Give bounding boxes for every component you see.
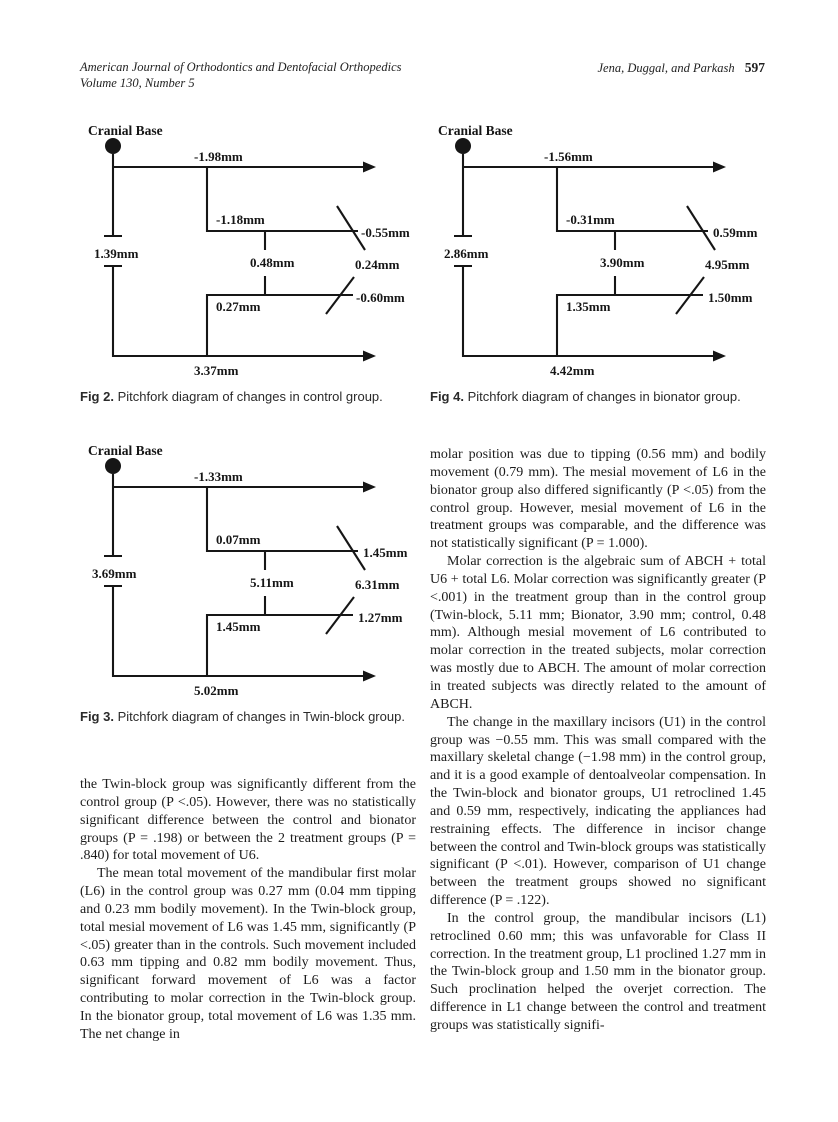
pitchfork-diagram: Cranial Base 1.39mm -1.98mm -1.18mm -0.5…: [88, 123, 410, 378]
top-value: -1.56mm: [544, 149, 593, 164]
paragraph: the Twin-block group was significantly d…: [80, 777, 416, 864]
upper-mid-value: -0.31mm: [566, 212, 615, 227]
figure-caption: Fig 4. Pitchfork diagram of changes in b…: [430, 389, 766, 406]
figure-caption-label: Fig 3.: [80, 709, 114, 724]
paragraph: Molar correction is the algebraic sum of…: [430, 554, 766, 712]
right-text-column: molar position was due to tipping (0.56 …: [430, 446, 766, 1035]
left-text-column: the Twin-block group was significantly d…: [80, 776, 416, 1044]
paragraph: The mean total movement of the mandibula…: [80, 866, 416, 1042]
lower-slash-value: 1.27mm: [358, 610, 403, 625]
origin-dot: [455, 138, 471, 154]
running-head-authors: Jena, Duggal, and Parkash 597: [597, 60, 765, 76]
figure-caption-label: Fig 2.: [80, 389, 114, 404]
pitchfork-diagram: Cranial Base 2.86mm -1.56mm -0.31mm 0.59…: [438, 123, 758, 378]
authors: Jena, Duggal, and Parkash: [597, 61, 735, 75]
top-arrowhead: [363, 161, 376, 173]
cranial-base-label: Cranial Base: [438, 123, 513, 138]
center-value: 5.11mm: [250, 575, 294, 590]
bottom-arrowhead: [363, 670, 376, 682]
figure-4-pitchfork-bionator: Cranial Base 2.86mm -1.56mm -0.31mm 0.59…: [430, 118, 766, 406]
upper-slash-value: -0.55mm: [361, 225, 410, 240]
upper-slash-value: 0.59mm: [713, 225, 758, 240]
origin-dot: [105, 458, 121, 474]
figure-caption-text: Pitchfork diagram of changes in control …: [117, 389, 383, 404]
bottom-value: 4.42mm: [550, 363, 595, 378]
bottom-value: 5.02mm: [194, 683, 239, 698]
figure-caption-label: Fig 4.: [430, 389, 464, 404]
bottom-arrowhead: [363, 350, 376, 362]
right-center-value: 4.95mm: [705, 257, 750, 272]
pitchfork-diagram: Cranial Base 3.69mm -1.33mm 0.07mm 1.45m…: [88, 443, 408, 698]
upper-slash-value: 1.45mm: [363, 545, 408, 560]
figure-caption-text: Pitchfork diagram of changes in bionator…: [467, 389, 741, 404]
top-arrowhead: [363, 481, 376, 493]
cranial-base-label: Cranial Base: [88, 123, 163, 138]
running-head-journal: American Journal of Orthodontics and Den…: [80, 60, 402, 91]
lower-mid-value: 0.27mm: [216, 299, 261, 314]
center-value: 3.90mm: [600, 255, 645, 270]
figure-caption: Fig 3. Pitchfork diagram of changes in T…: [80, 709, 416, 726]
lower-slash-value: -0.60mm: [356, 290, 405, 305]
lower-slash: [675, 276, 705, 315]
page-number: 597: [744, 60, 765, 75]
left-value: 3.69mm: [92, 566, 137, 581]
lower-slash: [325, 596, 355, 635]
top-value: -1.98mm: [194, 149, 243, 164]
upper-slash: [686, 205, 716, 251]
paragraph: The change in the maxillary incisors (U1…: [430, 714, 766, 909]
figure-caption-text: Pitchfork diagram of changes in Twin-blo…: [117, 709, 405, 724]
paragraph: molar position was due to tipping (0.56 …: [430, 447, 766, 552]
origin-dot: [105, 138, 121, 154]
center-value: 0.48mm: [250, 255, 295, 270]
right-center-value: 0.24mm: [355, 257, 400, 272]
left-value: 2.86mm: [444, 246, 489, 261]
figure-caption: Fig 2. Pitchfork diagram of changes in c…: [80, 389, 416, 406]
upper-slash: [336, 205, 366, 251]
top-arrowhead: [713, 161, 726, 173]
lower-slash-value: 1.50mm: [708, 290, 753, 305]
figure-3-pitchfork-twinblock: Cranial Base 3.69mm -1.33mm 0.07mm 1.45m…: [80, 438, 416, 726]
journal-volume: Volume 130, Number 5: [80, 75, 195, 90]
lower-mid-value: 1.35mm: [566, 299, 611, 314]
journal-title: American Journal of Orthodontics and Den…: [80, 60, 402, 74]
left-value: 1.39mm: [94, 246, 139, 261]
top-value: -1.33mm: [194, 469, 243, 484]
bottom-value: 3.37mm: [194, 363, 239, 378]
lower-mid-value: 1.45mm: [216, 619, 261, 634]
paragraph: In the control group, the mandibular inc…: [430, 910, 766, 1033]
upper-mid-value: -1.18mm: [216, 212, 265, 227]
bottom-arrowhead: [713, 350, 726, 362]
upper-slash: [336, 525, 366, 571]
figure-2-pitchfork-control: Cranial Base 1.39mm -1.98mm -1.18mm -0.5…: [80, 118, 416, 406]
upper-mid-value: 0.07mm: [216, 532, 261, 547]
right-center-value: 6.31mm: [355, 577, 400, 592]
cranial-base-label: Cranial Base: [88, 443, 163, 458]
lower-slash: [325, 276, 355, 315]
